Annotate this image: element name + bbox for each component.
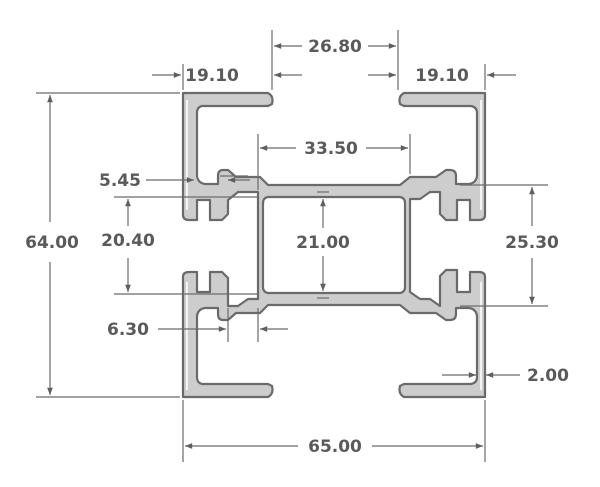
dim-label-lip-thickness: 5.45 xyxy=(99,171,141,191)
aluminum-profile xyxy=(181,91,487,399)
dim-wall-thickness: 2.00 xyxy=(442,366,569,386)
dim-label-web-height: 21.00 xyxy=(296,233,350,253)
dim-label-top-center: 26.80 xyxy=(308,37,362,57)
dim-label-top-right: 19.10 xyxy=(415,66,469,86)
dim-label-bottom-gap: 6.30 xyxy=(107,320,149,340)
profile-center-hollow xyxy=(261,195,407,295)
dim-bottom-gap: 6.30 xyxy=(107,308,288,342)
dim-label-inner-span: 33.50 xyxy=(304,139,358,159)
dim-overall-width: 65.00 xyxy=(182,400,486,462)
dim-label-overall-width: 65.00 xyxy=(308,437,362,457)
dim-label-wall-thickness: 2.00 xyxy=(527,366,569,386)
dim-overall-height: 64.00 xyxy=(25,92,180,398)
dim-label-right-slot-height: 25.30 xyxy=(505,233,559,253)
dim-web-height: 21.00 xyxy=(296,191,350,299)
dim-inner-span: 33.50 xyxy=(257,134,411,190)
dim-left-slot-height: 20.40 xyxy=(101,196,258,295)
dim-lip-thickness: 5.45 xyxy=(99,171,250,191)
dim-top-left-flange: 19.10 xyxy=(152,64,302,90)
dim-top-right-flange: 19.10 xyxy=(368,64,516,90)
dim-right-slot-height: 25.30 xyxy=(460,184,559,307)
dim-label-top-left: 19.10 xyxy=(185,66,239,86)
dim-top-center-width: 26.80 xyxy=(271,30,399,90)
dim-label-left-slot-height: 20.40 xyxy=(101,231,155,251)
dim-label-overall-height: 64.00 xyxy=(25,233,79,253)
